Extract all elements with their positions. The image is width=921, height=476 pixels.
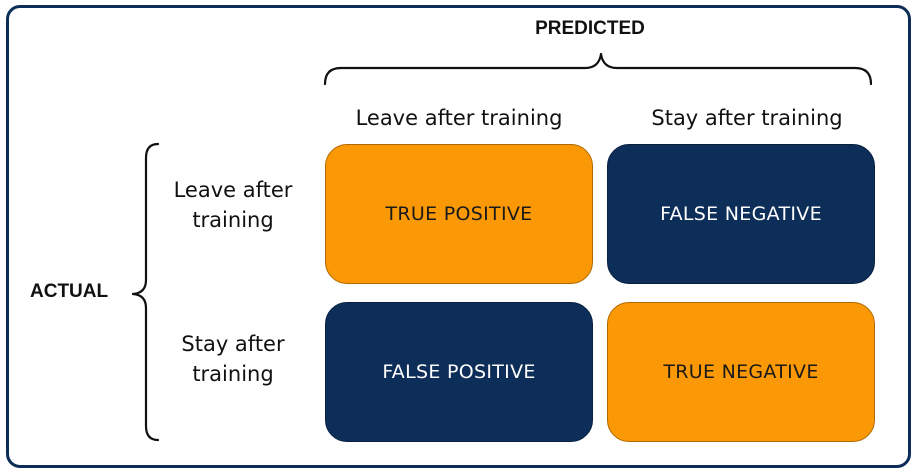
row-label-stay: Stay after training (181, 332, 285, 386)
column-label-stay: Stay after training (651, 106, 843, 130)
cell-true-negative: TRUE NEGATIVE (607, 302, 875, 442)
cell-false-negative: FALSE NEGATIVE (607, 144, 875, 284)
actual-header: ACTUAL (30, 281, 109, 302)
cell-true-positive: TRUE POSITIVE (325, 144, 593, 284)
cell-false-positive: FALSE POSITIVE (325, 302, 593, 442)
column-label-leave: Leave after training (355, 106, 563, 130)
predicted-header: PREDICTED (535, 18, 645, 39)
row-label-leave: Leave after training (173, 178, 293, 232)
